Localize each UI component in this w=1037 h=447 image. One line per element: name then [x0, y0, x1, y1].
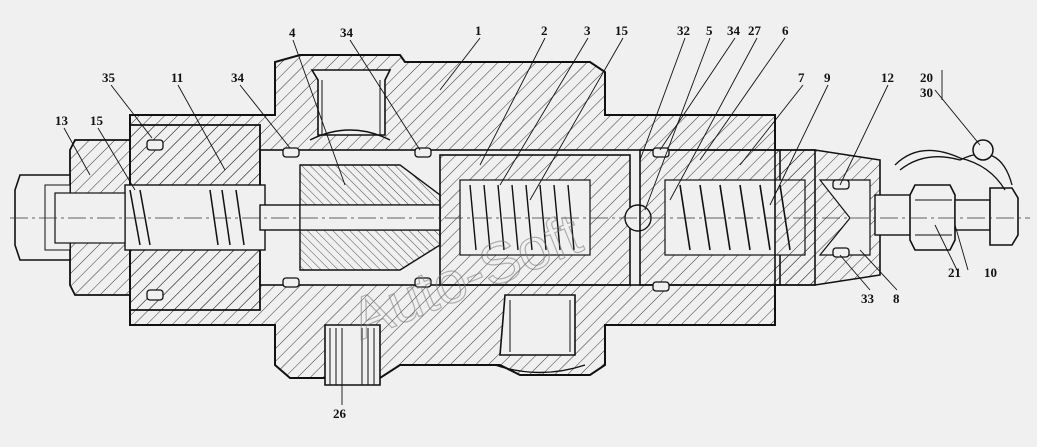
callout-15-left: 15: [90, 113, 104, 128]
piston-stem: [259, 164, 441, 271]
left-spring: [129, 189, 245, 246]
callout-3: 3: [584, 23, 591, 38]
callout-15-right: 15: [615, 23, 629, 38]
callout-34-left: 34: [231, 70, 245, 85]
callout-1: 1: [475, 23, 482, 38]
callout-6: 6: [782, 23, 789, 38]
end-cap-13: [14, 124, 266, 311]
callout-34-right: 34: [727, 23, 741, 38]
callout-35: 35: [102, 70, 116, 85]
callout-13: 13: [55, 113, 69, 128]
callout-labels: 1 2 3 4 5 6 7 8 9 10 11 12 13 15 15 20 2…: [55, 23, 997, 421]
callout-10: 10: [984, 265, 997, 280]
callout-32: 32: [677, 23, 690, 38]
callout-20: 20: [920, 70, 933, 85]
callout-7: 7: [798, 70, 805, 85]
callout-4: 4: [289, 25, 296, 40]
callout-27: 27: [748, 23, 762, 38]
callout-5: 5: [706, 23, 713, 38]
o-rings: [146, 139, 850, 301]
callout-34-top: 34: [340, 25, 354, 40]
plug-26: [324, 324, 381, 386]
callout-2: 2: [541, 23, 548, 38]
callout-21: 21: [948, 265, 961, 280]
callout-8: 8: [893, 291, 900, 306]
adjusting-cone: [774, 149, 881, 286]
top-port: [309, 69, 392, 141]
callout-12: 12: [881, 70, 894, 85]
bottom-port: [494, 294, 586, 374]
callout-33: 33: [861, 291, 875, 306]
callout-30: 30: [920, 85, 933, 100]
callout-11: 11: [171, 70, 183, 85]
callout-9: 9: [824, 70, 831, 85]
leader-lines: [63, 37, 981, 405]
callout-26: 26: [333, 406, 347, 421]
lead-seal: [894, 139, 1013, 191]
adjusting-screw: [874, 184, 1019, 251]
spring-sleeve: [439, 154, 652, 286]
